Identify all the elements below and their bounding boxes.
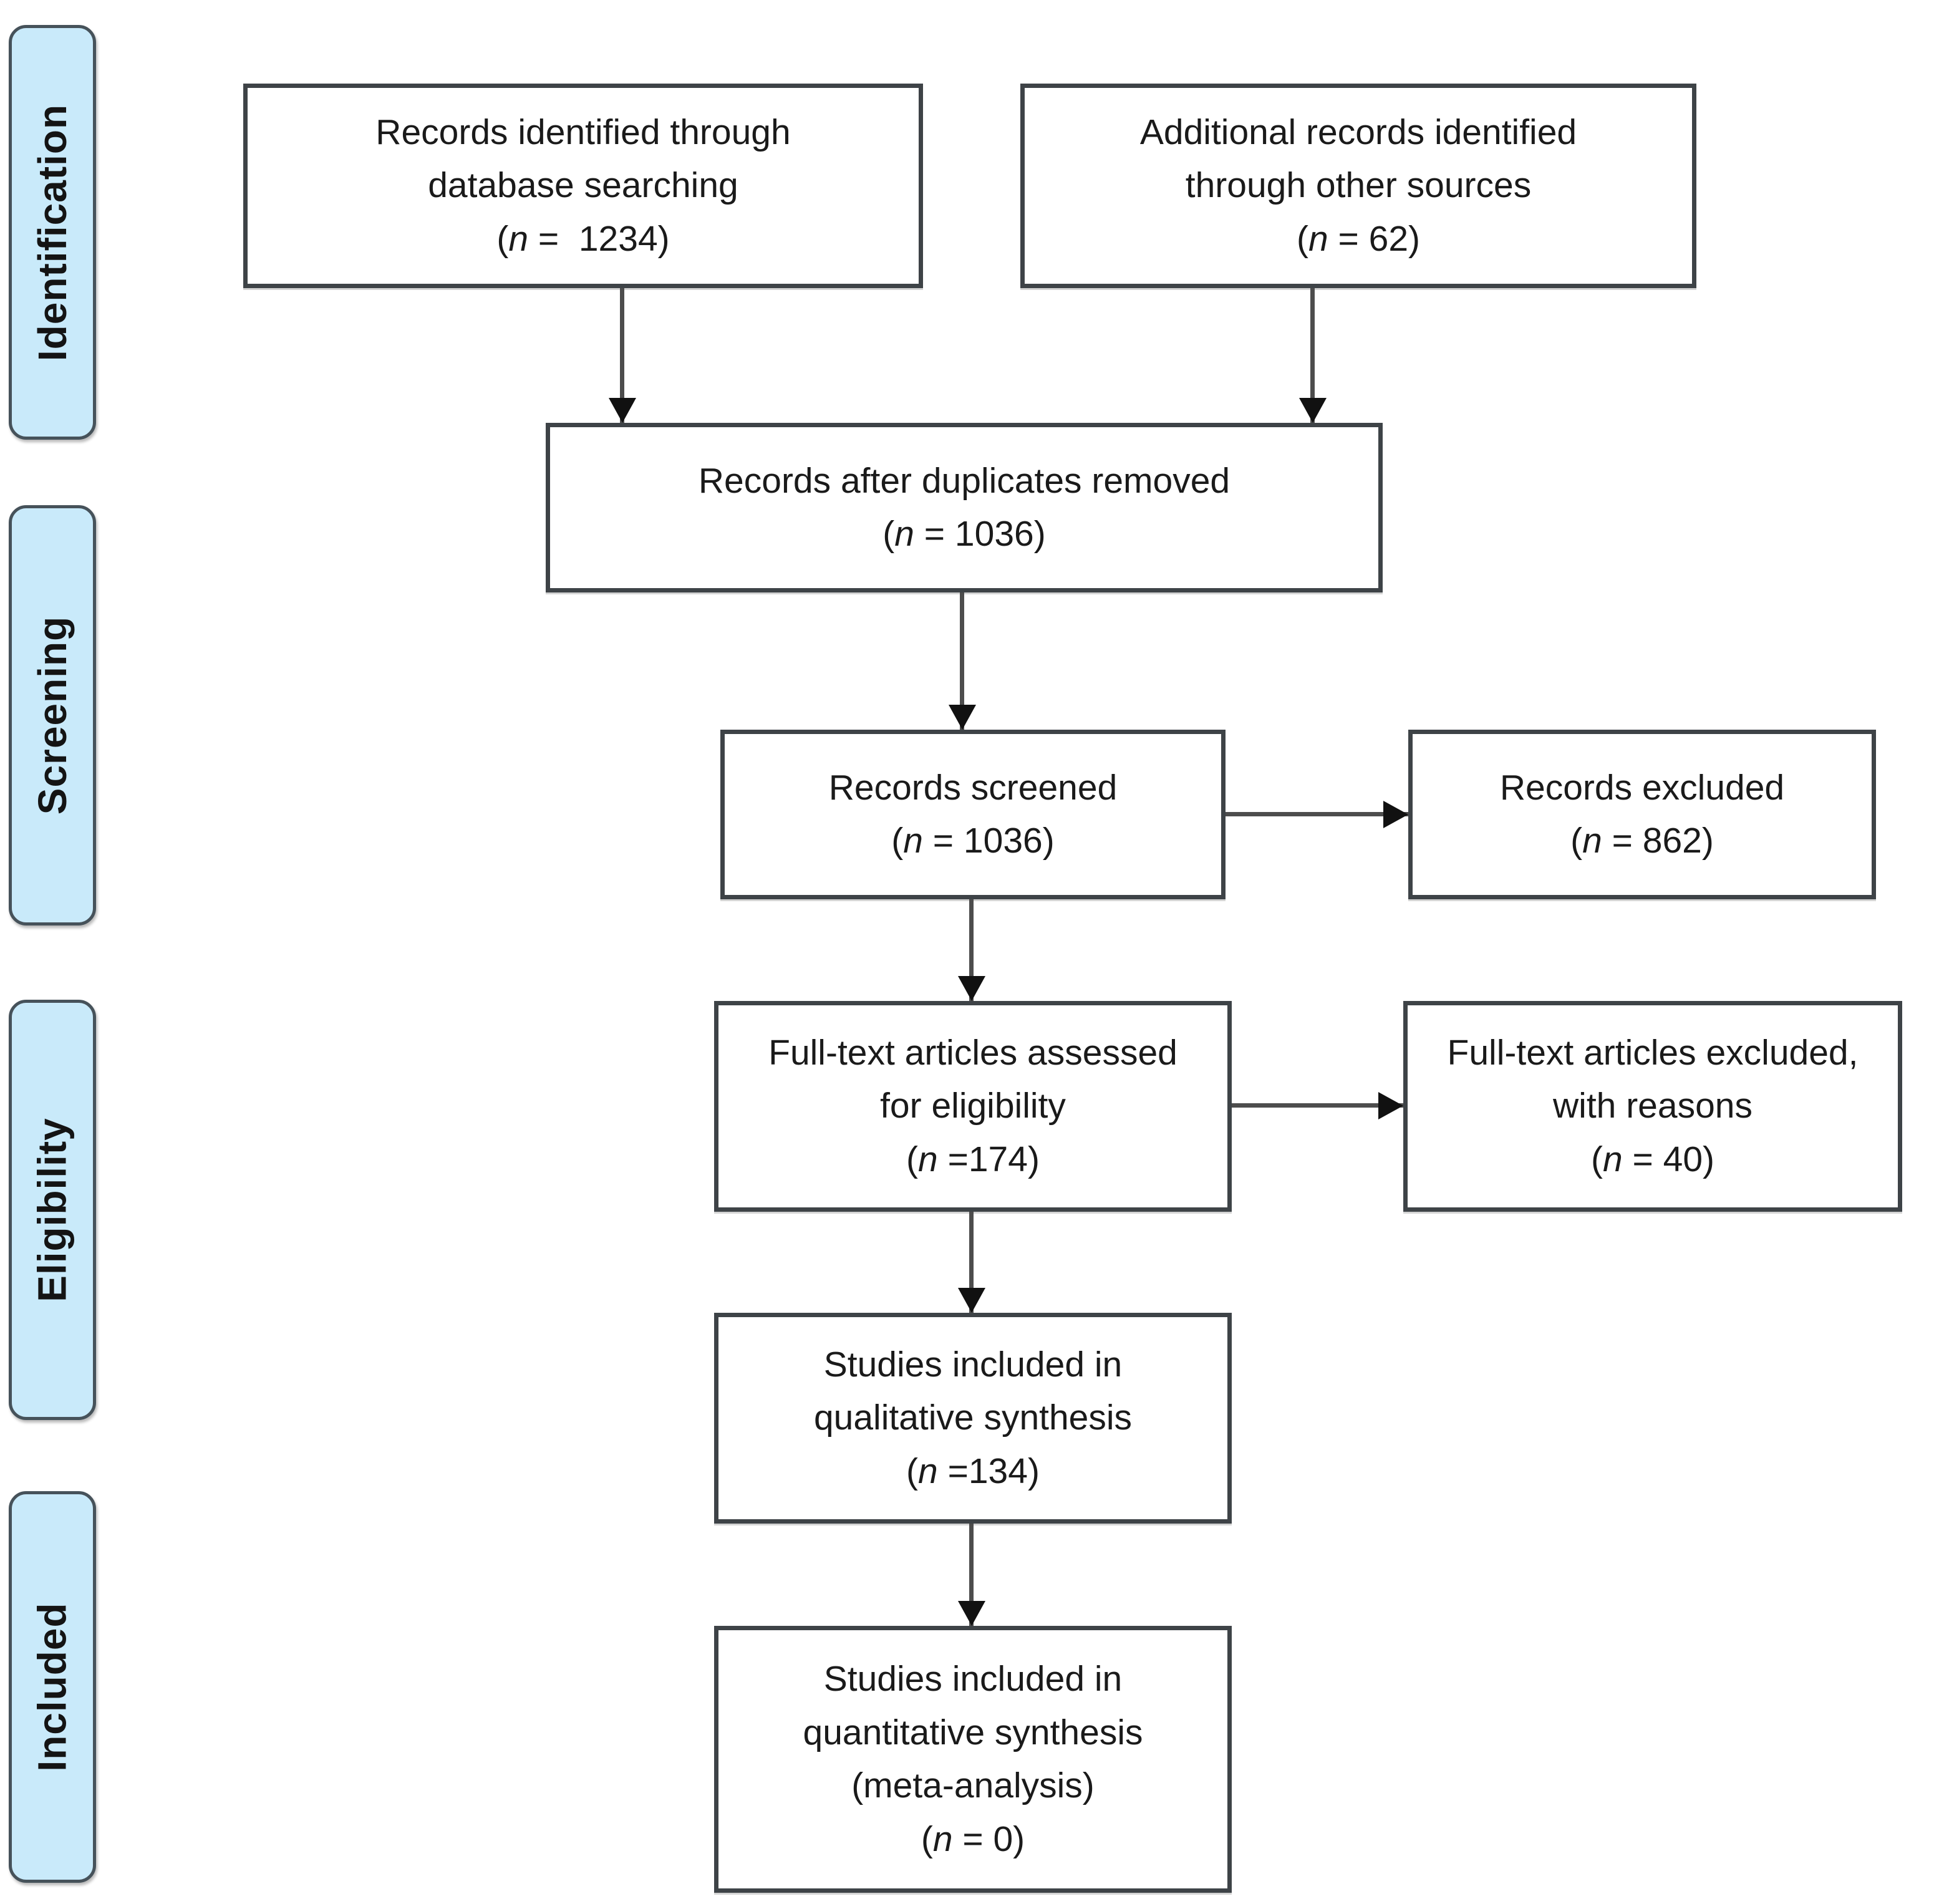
- box-after-duplicates-count: (n = 1036): [882, 514, 1046, 554]
- box-fulltext-assessed-count: (n =174): [906, 1139, 1040, 1179]
- arrow-identified-to-deduped: [620, 288, 624, 423]
- box-records-identified-count: (n = 1234): [496, 218, 670, 259]
- stage-identification: Identification: [9, 25, 96, 440]
- arrow-additional-to-deduped: [1310, 288, 1315, 423]
- arrow-screened-to-excluded: [1226, 812, 1408, 816]
- box-fulltext-excluded: Full-text articles excluded,with reasons…: [1403, 1001, 1902, 1212]
- stage-eligibility-label: Eligibility: [30, 1118, 75, 1302]
- box-qualitative-synthesis-count: (n =134): [906, 1451, 1040, 1491]
- arrow-screened-to-fulltext: [969, 899, 974, 1001]
- box-fulltext-excluded-count: (n = 40): [1590, 1139, 1715, 1179]
- arrow-qualitative-to-quantitative: [969, 1524, 974, 1626]
- box-records-screened-count: (n = 1036): [891, 821, 1055, 861]
- stage-identification-label: Identification: [30, 104, 75, 361]
- box-records-excluded-count: (n = 862): [1570, 821, 1714, 861]
- stage-eligibility: Eligibility: [9, 1000, 96, 1420]
- box-quantitative-synthesis-count: (n = 0): [921, 1819, 1025, 1859]
- box-after-duplicates-label: Records after duplicates removed: [698, 460, 1231, 501]
- arrow-deduped-to-screened: [960, 592, 964, 730]
- box-records-screened: Records screened (n = 1036): [720, 730, 1226, 899]
- box-records-screened-label: Records screened: [828, 767, 1118, 808]
- box-fulltext-excluded-label: Full-text articles excluded,with reasons: [1447, 1032, 1859, 1126]
- arrow-fulltext-to-fulltext-excluded: [1232, 1103, 1403, 1108]
- stage-screening: Screening: [9, 505, 96, 925]
- box-additional-records-count: (n = 62): [1296, 218, 1421, 259]
- arrow-fulltext-to-qualitative: [969, 1212, 974, 1313]
- box-records-excluded-label: Records excluded: [1499, 767, 1785, 808]
- stage-included: Included: [9, 1491, 96, 1883]
- box-records-excluded: Records excluded (n = 862): [1408, 730, 1876, 899]
- stage-included-label: Included: [30, 1602, 75, 1772]
- box-after-duplicates: Records after duplicates removed (n = 10…: [546, 423, 1383, 592]
- stage-screening-label: Screening: [30, 616, 75, 815]
